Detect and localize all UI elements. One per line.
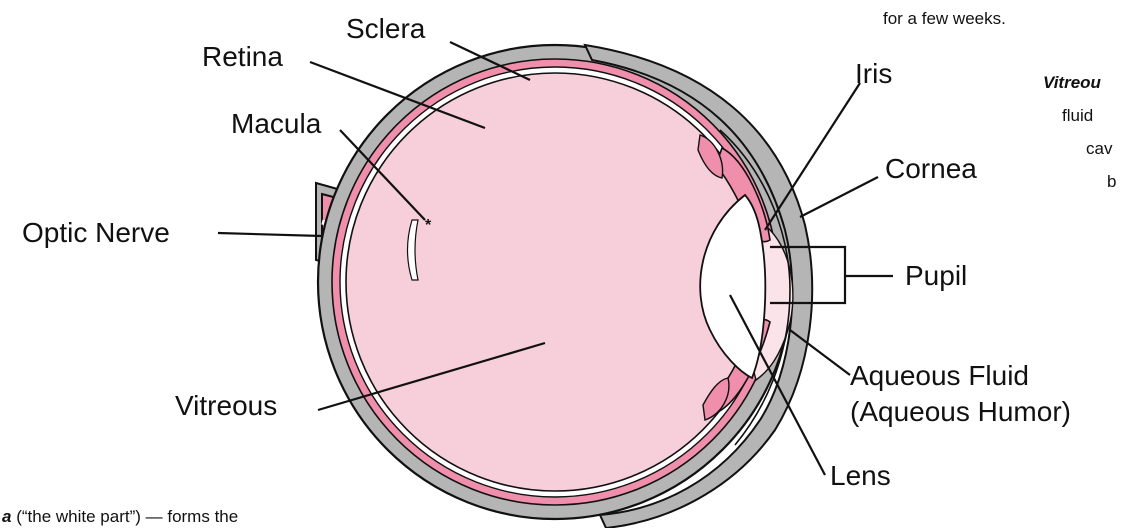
label-lens: Lens (830, 460, 891, 491)
side-text-vitreous-heading: Vitreou (1043, 73, 1102, 92)
label-cornea: Cornea (885, 153, 977, 184)
side-text-cav: cav (1086, 139, 1113, 158)
label-aqueous-humor: (Aqueous Humor) (850, 396, 1071, 427)
side-text-top-right: for a few weeks. (883, 9, 1006, 28)
label-sclera: Sclera (346, 13, 426, 44)
label-vitreous: Vitreous (175, 390, 277, 421)
side-text-b: b (1107, 172, 1116, 191)
label-aqueous-fluid: Aqueous Fluid (850, 360, 1029, 391)
label-iris: Iris (855, 58, 892, 89)
label-optic-nerve: Optic Nerve (22, 217, 170, 248)
side-text-bottom-left-rest: (“the white part”) — forms the (11, 507, 238, 526)
label-retina: Retina (202, 41, 283, 72)
optic-nerve-leader (218, 233, 322, 236)
side-text-fluid: fluid (1062, 106, 1093, 125)
label-pupil: Pupil (905, 260, 967, 291)
macula-marker: * (425, 217, 432, 234)
label-macula: Macula (231, 108, 322, 139)
side-text-bottom-left: a (“the white part”) — forms the (2, 507, 238, 526)
side-text-bottom-left-bold: a (2, 507, 11, 526)
